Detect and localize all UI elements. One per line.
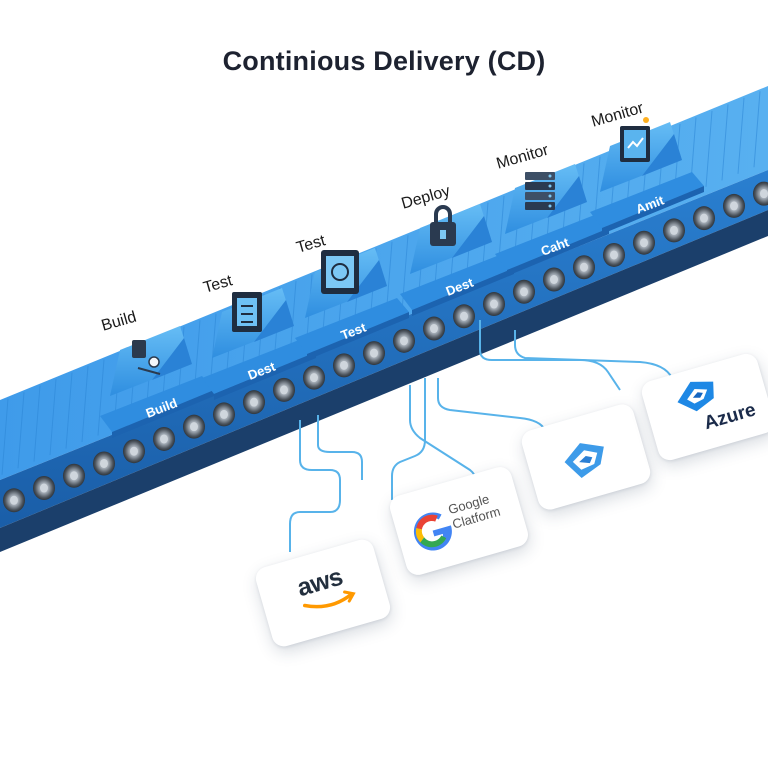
station: Dest [202,288,316,400]
connector-line [289,420,341,552]
google-cloud-card: Google Clatform [387,464,531,578]
station: Test [295,248,409,360]
connector-line [479,320,621,391]
azure-logo-icon [677,381,714,412]
roller [693,206,715,231]
test-monitor-icon [321,250,359,294]
roller [183,414,205,439]
aws-smile-icon [302,590,356,609]
roller [573,255,595,280]
station-plate [295,298,409,354]
station-plate [495,214,609,270]
station-plate [100,376,214,432]
roller [123,439,145,464]
cloud-provider-card [518,401,654,513]
connector-line [391,378,426,500]
belt-slat [97,359,105,436]
roller [603,242,625,267]
roller [663,218,685,243]
diagram-title: Continious Delivery (CD) [222,46,546,76]
roller [63,463,85,488]
belt-slat [65,372,73,449]
station-plate [202,338,316,394]
belt-slat [721,104,729,181]
belt-slat [1,398,9,475]
belt-slat [81,365,89,443]
build-tools-icon [132,340,161,375]
monitor-dashboard-icon [620,117,650,162]
roller [393,328,415,353]
roller [753,181,768,206]
test-checklist-icon [232,292,262,332]
cloud-cube-icon [564,443,604,479]
roller [363,341,385,366]
roller [33,476,55,501]
connector-line [317,415,363,480]
belt-underside [0,210,768,552]
connector-line [514,330,681,393]
roller [153,426,175,451]
belt-slat [705,110,713,187]
azure-card: Azure [639,351,768,463]
belt-slat [753,91,761,168]
belt-slat [49,379,57,456]
station: Build [100,326,214,438]
belt-slat [33,385,41,462]
station-plate [400,254,514,310]
google-cloud-text: Google Clatform [446,491,502,532]
roller [333,353,355,378]
roller [303,365,325,390]
roller [723,193,745,218]
roller [243,390,265,415]
monitor-server-icon [525,172,555,210]
station: Dest [400,204,514,316]
conveyor-rollers [3,181,768,513]
station-plate [590,172,704,228]
belt-slat [17,392,25,469]
aws-card: aws [253,536,393,650]
roller [3,488,25,513]
roller [513,279,535,304]
roller [423,316,445,341]
roller [213,402,235,427]
google-g-icon [413,512,452,551]
deploy-lock-icon [430,205,456,246]
station: Amit [590,117,704,234]
station: Caht [495,164,609,276]
roller [453,304,475,329]
belt-slat [737,97,745,174]
roller [273,377,295,402]
belt-slat [401,235,409,312]
roller [483,292,505,317]
roller [93,451,115,476]
roller [543,267,565,292]
roller [633,230,655,255]
